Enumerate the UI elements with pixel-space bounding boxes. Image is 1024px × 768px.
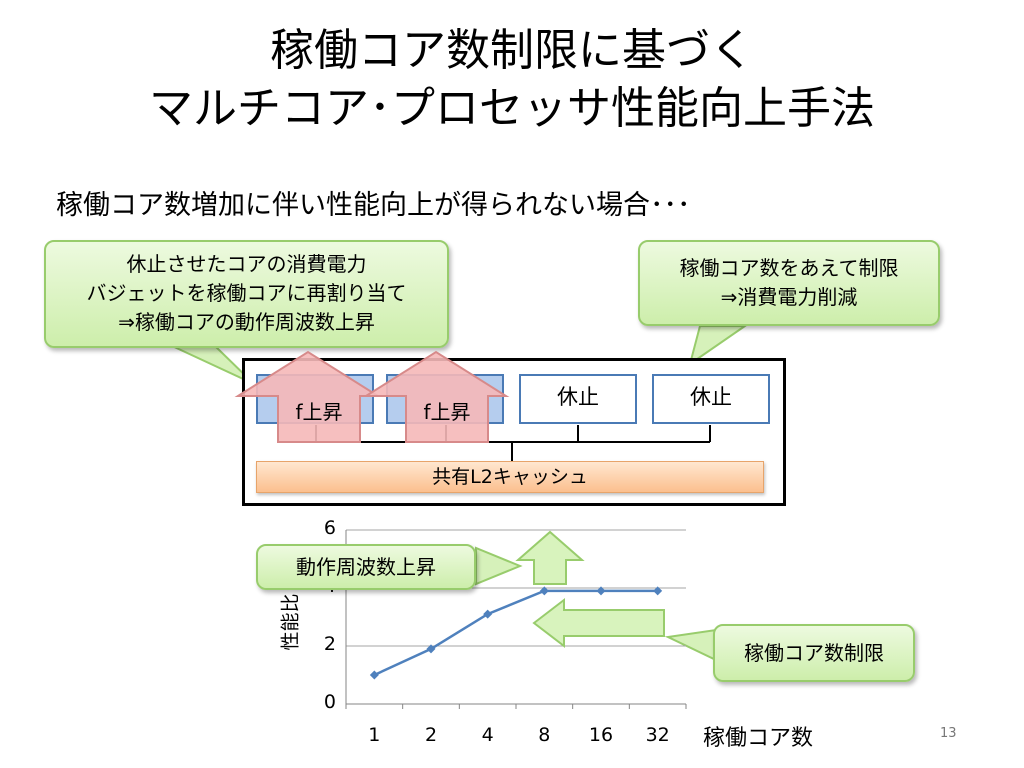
data-point (369, 670, 379, 680)
data-point (596, 586, 606, 596)
slide-title: 稼働コア数制限に基づく マルチコア･プロセッサ性能向上手法 (0, 22, 1024, 138)
green-left-arrow (532, 597, 665, 649)
callout-left-line-3: ⇒稼働コアの動作周波数上昇 (118, 310, 375, 334)
y-tick-label: 6 (323, 517, 336, 539)
data-point (426, 644, 436, 654)
x-axis-label: 稼働コア数 (703, 726, 814, 751)
chart-freq-tail (475, 546, 523, 586)
y-tick-label: 0 (323, 691, 336, 713)
freq-up-arrow-2 (362, 350, 510, 443)
core-3-sleep: 休止 (519, 374, 637, 424)
data-point (653, 586, 663, 596)
subtitle: 稼働コア数増加に伴い性能向上が得られない場合･･･ (56, 190, 691, 221)
title-line-2: マルチコア･プロセッサ性能向上手法 (149, 83, 875, 134)
x-tick-label: 2 (424, 724, 438, 746)
page-number: 13 (940, 726, 957, 741)
chart-callout-core-limit: 稼働コア数制限 (713, 624, 915, 682)
callout-right-tail (688, 325, 749, 367)
callout-right-line-2: ⇒消費電力削減 (720, 285, 858, 309)
shared-l2-cache: 共有L2キャッシュ (256, 461, 764, 493)
core-4-sleep: 休止 (652, 374, 770, 424)
callout-core-limit: 稼働コア数をあえて制限 ⇒消費電力削減 (638, 240, 940, 326)
callout-right-line-1: 稼働コア数をあえて制限 (679, 256, 899, 280)
freq-up-arrow-1 (234, 350, 382, 443)
chart-callout-frequency: 動作周波数上昇 (256, 544, 476, 590)
title-line-1: 稼働コア数制限に基づく (270, 25, 754, 76)
x-tick-label: 16 (588, 724, 614, 746)
x-tick-label: 1 (368, 724, 381, 746)
y-tick-label: 2 (323, 633, 336, 655)
x-tick-label: 4 (481, 724, 494, 746)
x-tick-label: 8 (538, 724, 551, 746)
callout-power-budget: 休止させたコアの消費電力 バジェットを稼働コアに再割り当て ⇒稼働コアの動作周波… (44, 240, 449, 348)
x-tick-label: 32 (645, 724, 670, 746)
green-up-arrow (515, 530, 585, 585)
data-point (483, 609, 493, 619)
data-point (539, 586, 549, 596)
callout-left-line-1: 休止させたコアの消費電力 (126, 252, 367, 276)
freq-up-label-2: f上昇 (423, 400, 471, 424)
freq-up-label-1: f上昇 (295, 400, 343, 424)
performance-series-line (373, 589, 658, 677)
callout-left-line-2: バジェットを稼働コアに再割り当て (86, 281, 407, 305)
